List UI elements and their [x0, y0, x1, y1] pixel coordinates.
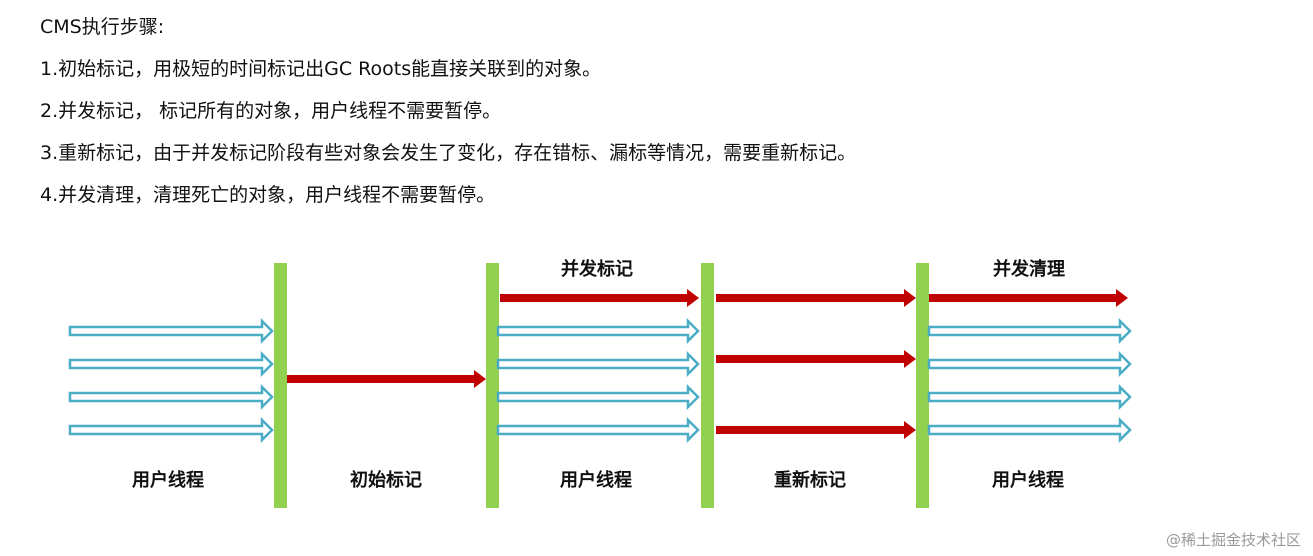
label-concurrent-sweep: 并发清理 — [993, 258, 1065, 280]
steps-text: CMS执行步骤: 1.初始标记，用极短的时间标记出GC Roots能直接关联到的… — [40, 6, 1280, 216]
label-user-thread-2: 用户线程 — [560, 469, 632, 491]
step-4: 4.并发清理，清理死亡的对象，用户线程不需要暂停。 — [40, 184, 496, 206]
user-thread-arrow — [927, 317, 1132, 345]
cms-phase-diagram: 并发标记 并发清理 用户线程 初始标记 用户线程 重新标记 用户线程 — [68, 258, 1132, 508]
gc-thread-arrow — [287, 370, 486, 388]
step-2: 2.并发标记， 标记所有的对象，用户线程不需要暂停。 — [40, 100, 502, 122]
watermark: @稀土掘金技术社区 — [1165, 531, 1301, 549]
user-thread-arrow — [496, 350, 700, 378]
step-3: 3.重新标记，由于并发标记阶段有些对象会发生了变化，存在错标、漏标等情况，需要重… — [40, 142, 857, 164]
label-user-thread-1: 用户线程 — [132, 469, 204, 491]
barrier-2 — [486, 263, 499, 508]
user-thread-arrow — [927, 383, 1132, 411]
label-concurrent-mark: 并发标记 — [561, 258, 633, 280]
gc-thread-arrow — [716, 421, 916, 439]
user-thread-arrow — [927, 350, 1132, 378]
step-1: 1.初始标记，用极短的时间标记出GC Roots能直接关联到的对象。 — [40, 58, 602, 80]
label-user-thread-3: 用户线程 — [992, 469, 1064, 491]
gc-thread-arrow — [716, 350, 916, 368]
gc-thread-arrow — [929, 289, 1128, 307]
user-thread-arrow — [68, 416, 274, 444]
barrier-1 — [274, 263, 287, 508]
user-thread-arrow — [496, 317, 700, 345]
barrier-3 — [701, 263, 714, 508]
label-remark: 重新标记 — [774, 469, 846, 491]
gc-thread-arrow — [500, 289, 699, 307]
label-initial-mark: 初始标记 — [350, 469, 422, 491]
barrier-4 — [916, 263, 929, 508]
user-thread-arrow — [68, 383, 274, 411]
user-thread-arrow — [68, 317, 274, 345]
user-thread-arrow — [927, 416, 1132, 444]
user-thread-arrow — [496, 416, 700, 444]
user-thread-arrow — [496, 383, 700, 411]
steps-title: CMS执行步骤: — [40, 16, 165, 38]
gc-thread-arrow — [716, 289, 916, 307]
user-thread-arrow — [68, 350, 274, 378]
